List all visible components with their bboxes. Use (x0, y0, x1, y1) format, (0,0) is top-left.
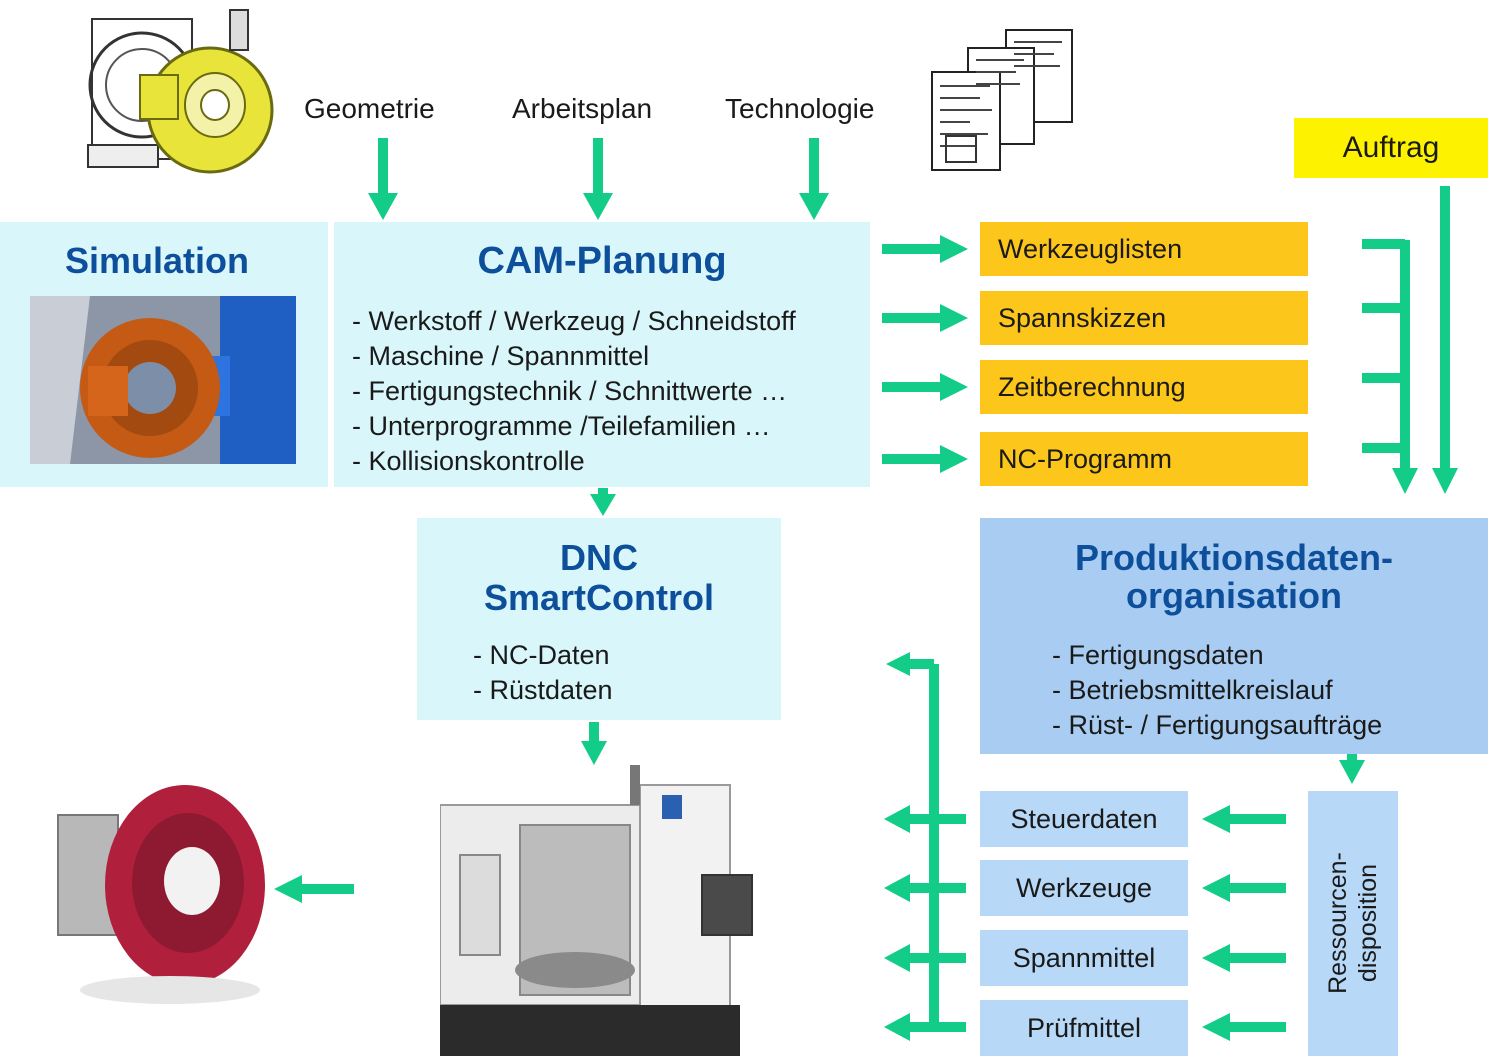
resource-werkzeuge: Werkzeuge (980, 860, 1188, 916)
cam-item: - Kollisionskontrolle (352, 446, 585, 476)
cad-model-icon (80, 5, 280, 185)
arrow-to-pruefmittel (1202, 1013, 1286, 1041)
output-zeitberechnung: Zeitberechnung (980, 360, 1308, 414)
pdo-title-line2: organisation (1125, 575, 1343, 616)
cam-item: - Werkstoff / Werkzeug / Schneidstoff (352, 306, 796, 336)
simulation-title: Simulation (64, 240, 249, 281)
simulation-panel: Simulation (0, 222, 328, 487)
cam-planung-list: - Werkstoff / Werkzeug / Schneidstoff - … (352, 304, 796, 479)
arrow-pdo-to-ressourcendisposition (1339, 754, 1365, 784)
arrow-auftrag-down (1432, 186, 1458, 494)
cam-item: - Maschine / Spannmittel (352, 341, 650, 371)
arrow-technologie-down (799, 138, 829, 220)
arrow-arbeitsplan-down (583, 138, 613, 220)
arrow-to-spannmittel (1202, 944, 1286, 972)
cam-planung-title: CAM-Planung (477, 240, 727, 282)
cam-item: - Fertigungstechnik / Schnittwerte … (352, 376, 788, 406)
resource-steuerdaten: Steuerdaten (980, 791, 1188, 847)
arrow-to-werkzeuge (1202, 874, 1286, 902)
dnc-title-line1: DNC (560, 537, 638, 578)
arrow-machine-to-part (274, 875, 354, 903)
auftrag-box: Auftrag (1294, 118, 1488, 178)
dnc-item: - Rüstdaten (473, 675, 613, 705)
output-werkzeuglisten: Werkzeuglisten (980, 222, 1308, 276)
pdo-list: - Fertigungsdaten - Betriebsmittelkreisl… (1052, 638, 1382, 743)
cam-item: - Unterprogramme /Teilefamilien … (352, 411, 771, 441)
dnc-title-line2: SmartControl (483, 577, 714, 618)
arrow-cam-to-dnc (590, 488, 616, 516)
ressourcendisposition-box: Ressourcen- disposition (1308, 791, 1398, 1056)
resource-spannmittel: Spannmittel (980, 930, 1188, 986)
arrow-to-werkzeuglisten (882, 235, 968, 263)
drawings-icon (928, 26, 1078, 176)
simulation-image (30, 296, 296, 464)
pdo-item: - Rüst- / Fertigungsaufträge (1052, 710, 1383, 740)
pdo-item: - Betriebsmittelkreislauf (1052, 675, 1333, 705)
arrow-to-spannskizzen (882, 304, 968, 332)
arrow-dnc-to-machine (581, 722, 607, 765)
dnc-list: - NC-Daten - Rüstdaten (473, 638, 613, 708)
arrow-to-steuerdaten (1202, 805, 1286, 833)
resource-pruefmittel: Prüfmittel (980, 1000, 1188, 1056)
finished-part-image (50, 765, 270, 1015)
dnc-panel: DNC SmartControl - NC-Daten - Rüstdaten (417, 518, 781, 720)
pdo-panel: Produktionsdaten- organisation - Fertigu… (980, 518, 1488, 754)
output-spannskizzen: Spannskizzen (980, 291, 1308, 345)
arrow-to-zeitberechnung (882, 373, 968, 401)
label-geometrie: Geometrie (304, 93, 435, 124)
arrow-geometrie-down (368, 138, 398, 220)
dnc-item: - NC-Daten (473, 640, 610, 670)
cam-planung-panel: CAM-Planung - Werkstoff / Werkzeug / Sch… (334, 222, 870, 487)
machine-tool-image (440, 765, 760, 1056)
arrow-resources-feedback (884, 652, 966, 1041)
arrow-outputs-collector (1362, 239, 1418, 494)
pdo-title-line1: Produktionsdaten- (1074, 537, 1393, 578)
label-technologie: Technologie (725, 93, 875, 124)
output-nc-programm: NC-Programm (980, 432, 1308, 486)
arrow-to-nc-programm (882, 445, 968, 473)
pdo-item: - Fertigungsdaten (1052, 640, 1264, 670)
label-arbeitsplan: Arbeitsplan (512, 93, 653, 124)
